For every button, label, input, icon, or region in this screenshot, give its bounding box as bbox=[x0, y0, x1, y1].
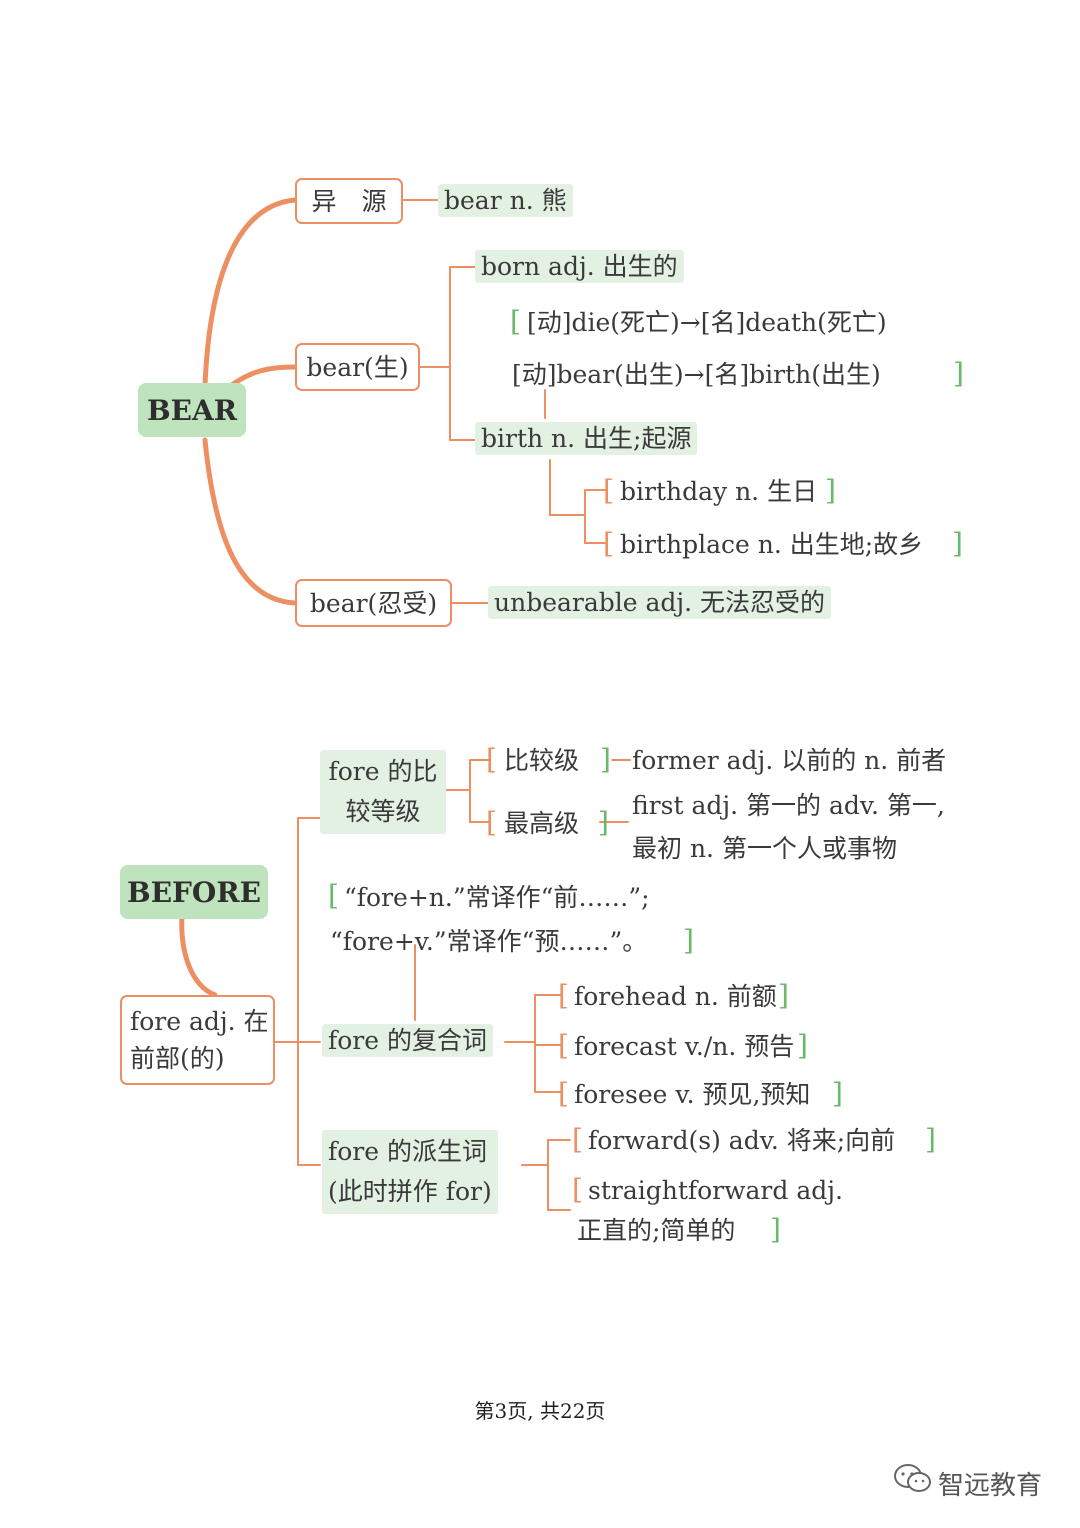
forwards-node: forward(s) adv. 将来;向前 bbox=[588, 1126, 896, 1155]
orange-bracket-open: [ bbox=[572, 1173, 583, 1206]
bear-root-label: BEAR bbox=[146, 393, 237, 427]
comparison-node: fore 的比 较等级 bbox=[320, 750, 446, 834]
orange-bracket-open: [ bbox=[603, 527, 614, 560]
fore-adj-node: fore adj. 在 前部(的) bbox=[120, 995, 275, 1085]
derivative-node: fore 的派生词 (此时拼作 for) bbox=[322, 1130, 498, 1214]
orange-bracket-open: [ bbox=[486, 743, 497, 776]
orange-bracket-open: [ bbox=[603, 474, 614, 507]
superlative-label: 最高级 bbox=[504, 809, 580, 838]
born-node: born adj. 出生的 bbox=[475, 250, 684, 283]
first-line-1: first adj. 第一的 adv. 第一, bbox=[632, 791, 945, 820]
relation-die-death: [动]die(死亡)→[名]death(死亡) bbox=[527, 308, 887, 337]
birth-node: birth n. 出生;起源 bbox=[475, 422, 698, 455]
green-bracket-close: ] bbox=[797, 1029, 808, 1062]
note-line-1: “fore+n.”常译作“前……”; bbox=[344, 883, 650, 912]
former-node: former adj. 以前的 n. 前者 bbox=[632, 746, 947, 775]
bear-born-label: bear(生) bbox=[306, 352, 409, 382]
unbearable-node: unbearable adj. 无法忍受的 bbox=[488, 586, 832, 619]
green-bracket-close: ] bbox=[778, 979, 789, 1012]
green-bracket-close: ] bbox=[770, 1213, 781, 1246]
birthday-node: birthday n. 生日 bbox=[620, 477, 818, 506]
derivative-line-2: (此时拼作 for) bbox=[328, 1177, 492, 1206]
comparative-label: 比较级 bbox=[504, 746, 580, 775]
wechat-icon bbox=[893, 1462, 933, 1500]
birthplace-node: birthplace n. 出生地;故乡 bbox=[620, 530, 924, 559]
bear-born-node: bear(生) bbox=[295, 343, 420, 391]
green-bracket-close: ] bbox=[832, 1077, 843, 1110]
origin-node: 异 源 bbox=[295, 178, 403, 224]
comparison-line-2: 较等级 bbox=[345, 797, 421, 826]
straightforward-line-2: 正直的;简单的 bbox=[577, 1216, 736, 1245]
compound-node: fore 的复合词 bbox=[322, 1024, 493, 1057]
before-root-label: BEFORE bbox=[127, 875, 261, 909]
green-bracket-close: ] bbox=[825, 474, 836, 507]
relation-bear-birth: [动]bear(出生)→[名]birth(出生) bbox=[512, 360, 881, 389]
green-bracket-open: [ bbox=[328, 879, 339, 912]
bear-endure-node: bear(忍受) bbox=[295, 579, 452, 627]
straightforward-line-1: straightforward adj. bbox=[588, 1176, 843, 1205]
orange-bracket-open: [ bbox=[558, 979, 569, 1012]
green-bracket-open: [ bbox=[510, 305, 521, 338]
forehead-node: forehead n. 前额 bbox=[574, 982, 777, 1011]
green-bracket-close: ] bbox=[683, 924, 694, 957]
green-bracket-close: ] bbox=[600, 743, 611, 776]
orange-bracket-open: [ bbox=[486, 806, 497, 839]
forecast-node: forecast v./n. 预告 bbox=[574, 1032, 795, 1061]
green-bracket-close: ] bbox=[953, 357, 964, 390]
first-line-2: 最初 n. 第一个人或事物 bbox=[632, 834, 897, 863]
foresee-node: foresee v. 预见,预知 bbox=[574, 1080, 811, 1109]
origin-label: 异 源 bbox=[311, 186, 387, 216]
watermark-text: 智远教育 bbox=[938, 1471, 1043, 1501]
orange-bracket-open: [ bbox=[572, 1123, 583, 1156]
green-bracket-close: ] bbox=[925, 1123, 936, 1156]
fore-adj-line-1: fore adj. 在 bbox=[130, 1007, 269, 1036]
orange-bracket-open: [ bbox=[558, 1029, 569, 1062]
fore-adj-line-2: 前部(的) bbox=[130, 1044, 225, 1073]
derivative-line-1: fore 的派生词 bbox=[328, 1137, 487, 1166]
page-footer: 第3页, 共22页 bbox=[474, 1399, 606, 1423]
bear-endure-label: bear(忍受) bbox=[309, 588, 438, 618]
green-bracket-close: ] bbox=[598, 806, 609, 839]
note-line-2: “fore+v.”常译作“预……”。 bbox=[330, 927, 648, 956]
comparison-line-1: fore 的比 bbox=[328, 757, 438, 786]
bear-root-node: BEAR bbox=[138, 383, 246, 437]
bear-noun-node: bear n. 熊 bbox=[438, 184, 573, 217]
before-root-node: BEFORE bbox=[120, 865, 268, 919]
orange-bracket-open: [ bbox=[558, 1077, 569, 1110]
green-bracket-close: ] bbox=[952, 527, 963, 560]
